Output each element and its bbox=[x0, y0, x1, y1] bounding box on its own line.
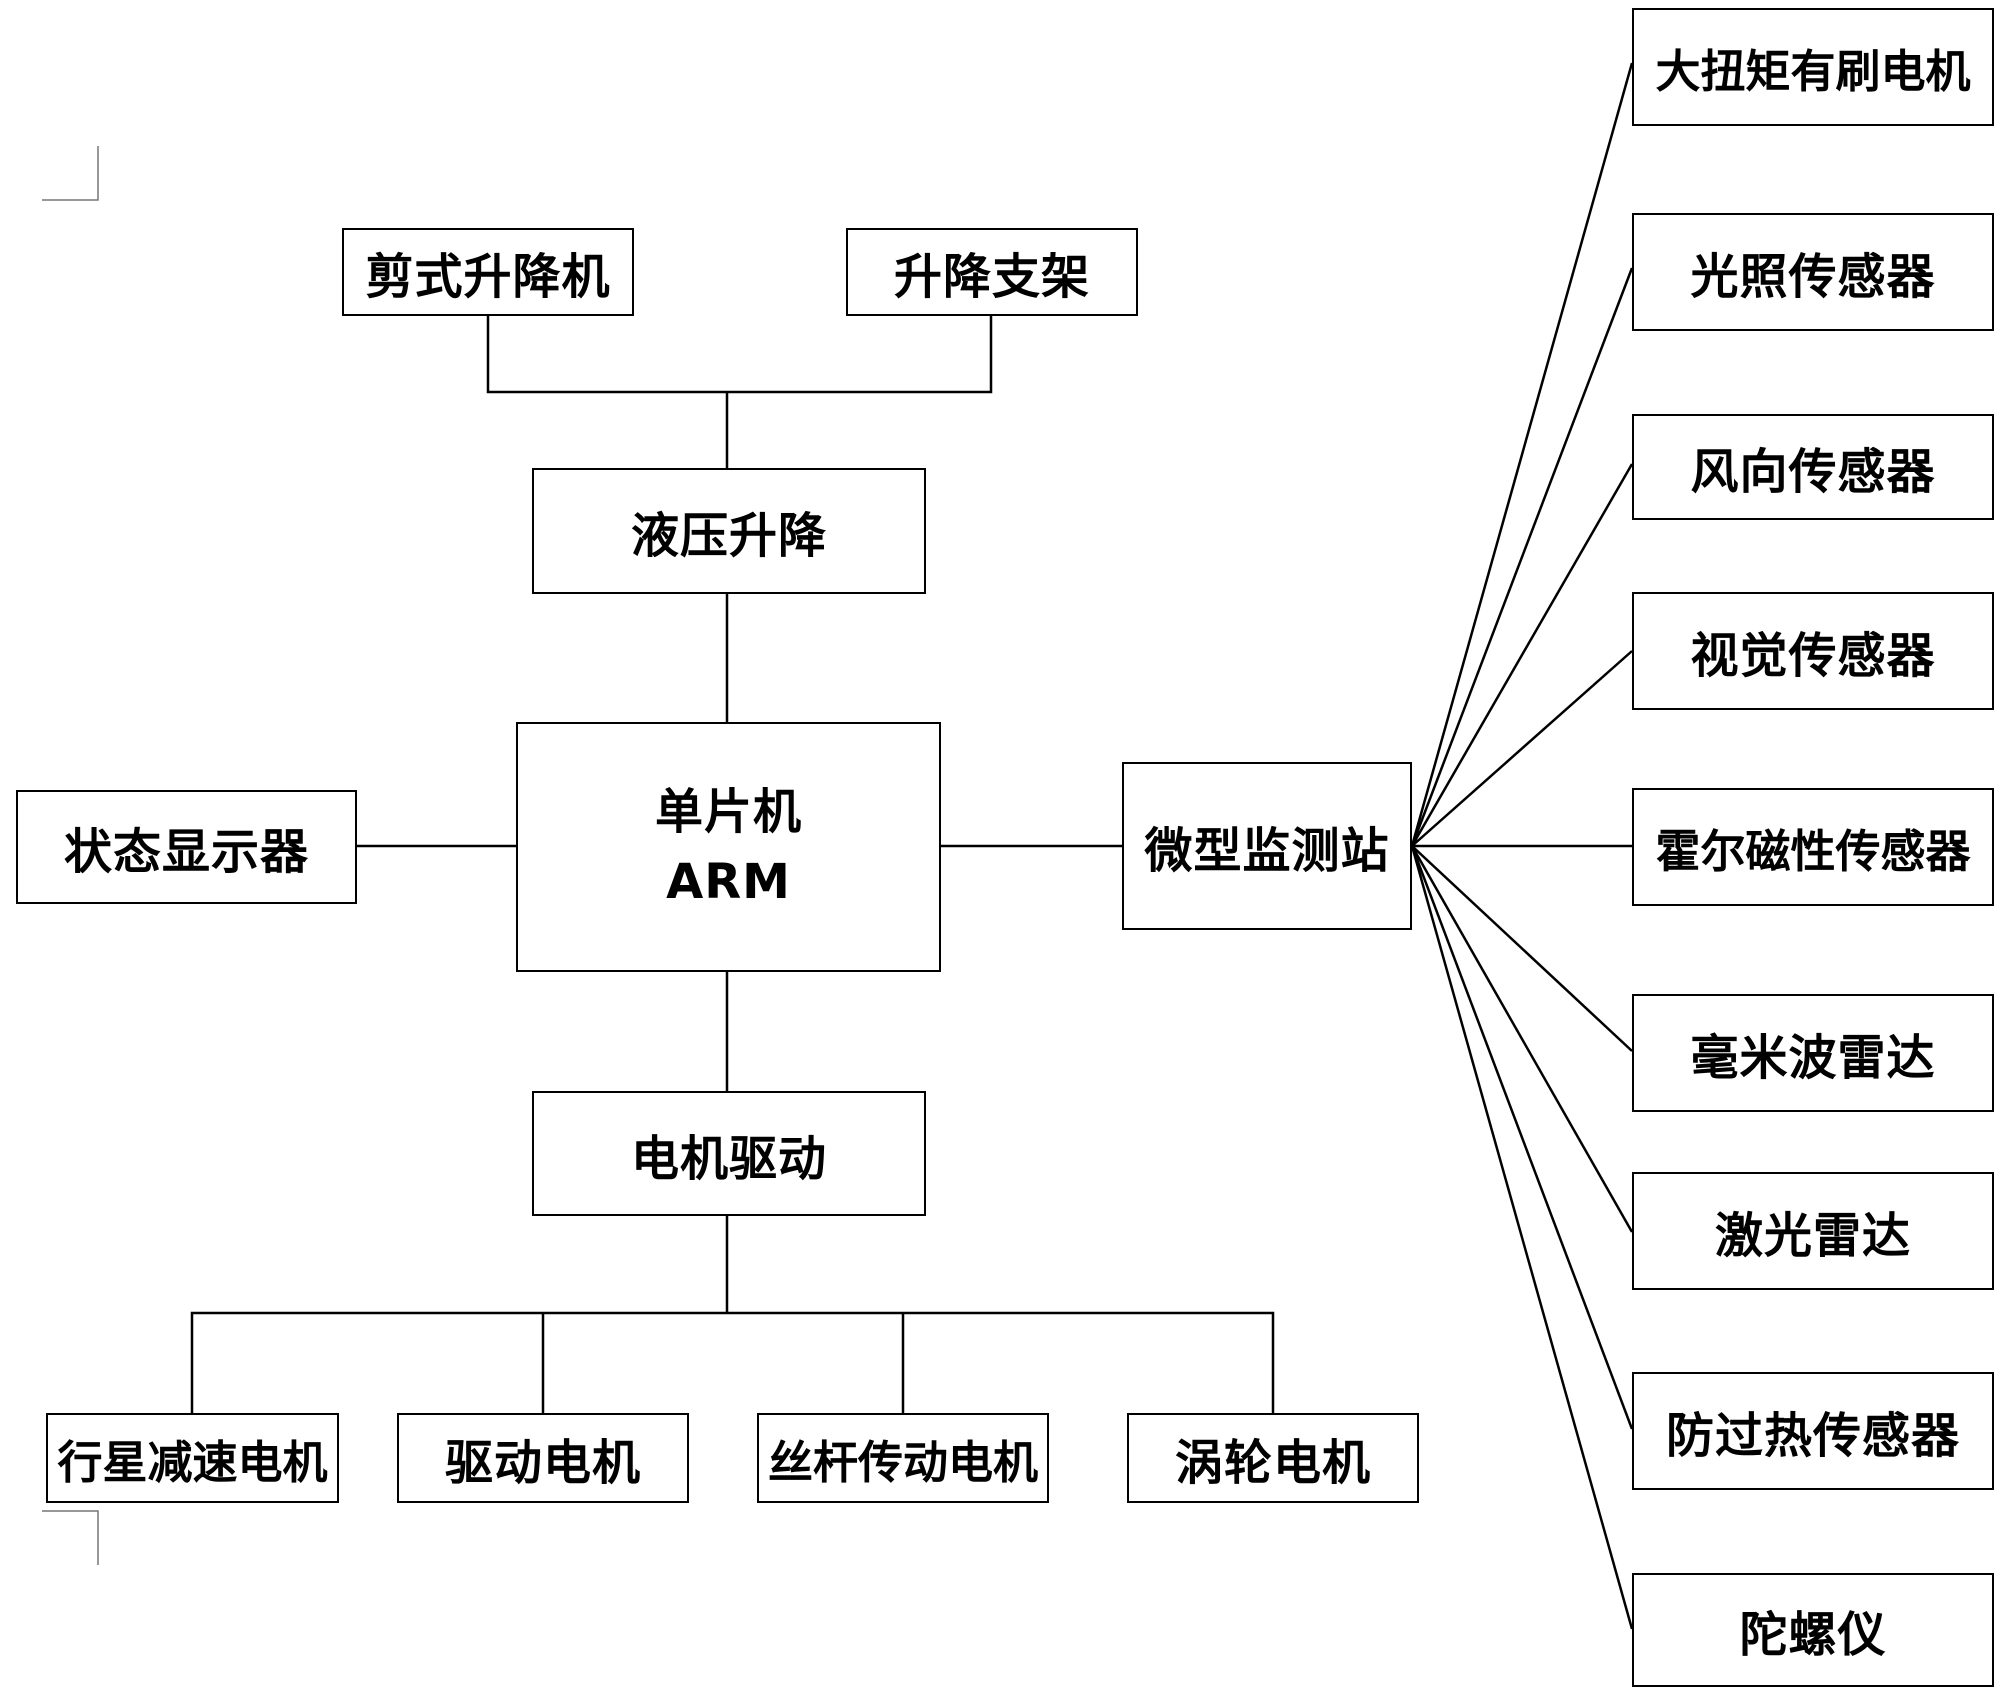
motor-box-planetary: 行星减速电机 bbox=[46, 1413, 339, 1503]
hydraulic-lift-box: 液压升降 bbox=[532, 468, 926, 594]
sensor-box-vision: 视觉传感器 bbox=[1632, 592, 1994, 710]
sensor-box-torque-motor: 大扭矩有刷电机 bbox=[1632, 8, 1994, 126]
motor-box-lead-screw: 丝杆传动电机 bbox=[757, 1413, 1049, 1503]
sensor-box-light: 光照传感器 bbox=[1632, 213, 1994, 331]
controller-label-line1: 单片机 bbox=[654, 784, 802, 840]
controller-box: 单片机 ARM bbox=[516, 722, 941, 972]
sensor-box-lidar: 激光雷达 bbox=[1632, 1172, 1994, 1290]
scissor-lift-box: 剪式升降机 bbox=[342, 228, 634, 316]
sensor-box-overheat: 防过热传感器 bbox=[1632, 1372, 1994, 1490]
motor-box-turbine: 涡轮电机 bbox=[1127, 1413, 1419, 1503]
sensor-box-hall-magnetic: 霍尔磁性传感器 bbox=[1632, 788, 1994, 906]
sensor-box-wind-direction: 风向传感器 bbox=[1632, 414, 1994, 520]
motor-box-drive: 驱动电机 bbox=[397, 1413, 689, 1503]
lift-bracket-box: 升降支架 bbox=[846, 228, 1138, 316]
controller-label-line2: ARM bbox=[666, 854, 791, 910]
sensor-box-gyroscope: 陀螺仪 bbox=[1632, 1573, 1994, 1687]
monitoring-station-box: 微型监测站 bbox=[1122, 762, 1412, 930]
status-display-box: 状态显示器 bbox=[16, 790, 357, 904]
motor-drive-box: 电机驱动 bbox=[532, 1091, 926, 1216]
sensor-box-mmwave-radar: 毫米波雷达 bbox=[1632, 994, 1994, 1112]
